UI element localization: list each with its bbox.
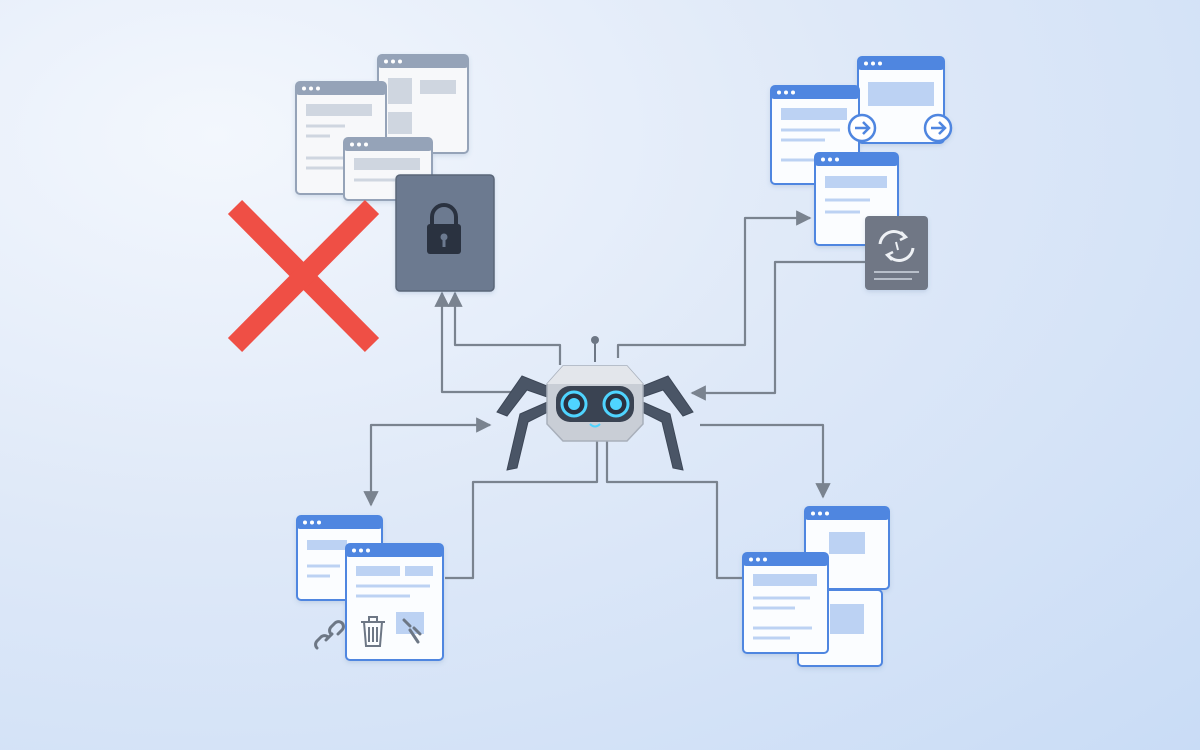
- web-page-redirect-front: [814, 152, 899, 246]
- connector-to-redirect: [616, 210, 812, 358]
- web-page-blocked-back: [377, 54, 469, 154]
- connector-from-sync: [690, 260, 865, 401]
- connector-to-right-pages: [700, 423, 831, 499]
- locked-page: [395, 174, 495, 292]
- antenna-tip: [591, 336, 599, 344]
- connector-to-broken-pages: [445, 440, 599, 580]
- lock-icon: [427, 203, 461, 254]
- connectors: [363, 210, 865, 580]
- web-page-broken-front: [345, 543, 444, 661]
- connector-to-right-pages-2: [605, 440, 743, 580]
- redirect-pages-group: [770, 56, 953, 246]
- broken-link-icon: [314, 620, 345, 650]
- robot-smile: [589, 423, 601, 428]
- arrow-right-icon: [923, 113, 953, 143]
- sync-page: [865, 216, 928, 290]
- cross-icon: [227, 199, 380, 353]
- connector-from-left-pages: [363, 417, 492, 507]
- sync-icon: [878, 230, 915, 262]
- robot-eyes: [560, 390, 630, 418]
- broken-link-icon: [396, 612, 424, 644]
- spider-robot-icon: [496, 336, 694, 471]
- connector-to-lock-return: [434, 291, 513, 394]
- web-page-redirect-back: [857, 56, 945, 144]
- connector-to-lock: [447, 291, 562, 365]
- trash-icon: [361, 616, 385, 647]
- arrow-right-icon: [847, 113, 877, 143]
- indexed-pages-group: [742, 506, 890, 667]
- web-page-indexed-front: [742, 552, 829, 654]
- broken-pages-group: [296, 515, 444, 661]
